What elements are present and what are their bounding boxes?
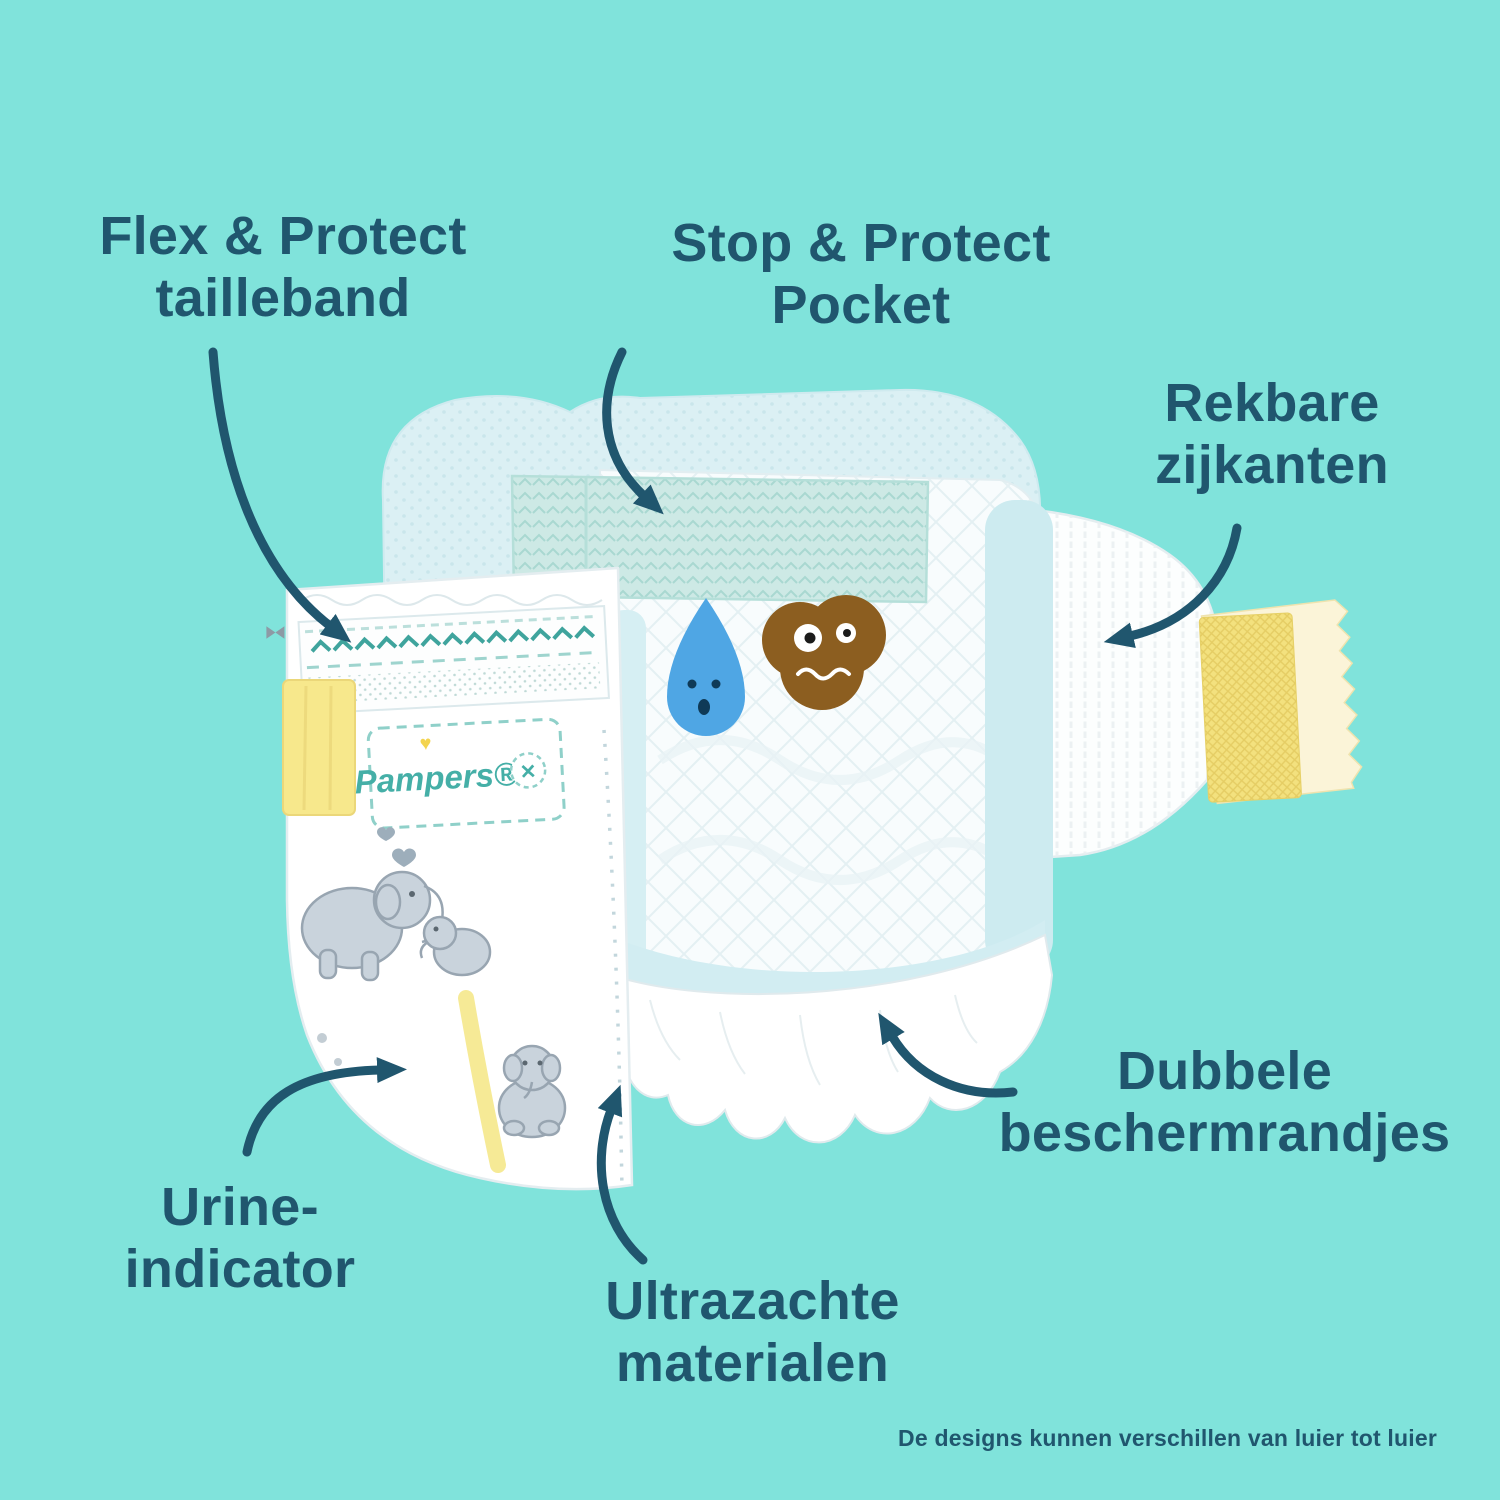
heart-icon: ♥ [419, 732, 432, 755]
callout-ultrazachte-materialen: Ultrazachte materialen [605, 1271, 900, 1394]
arrow-ultrazachte-materialen [596, 1084, 648, 1265]
arrow-stop-protect [602, 347, 664, 515]
callout-rekbare-zijkanten: Rekbare zijkanten [1155, 373, 1389, 496]
tape-tab [1198, 599, 1363, 805]
pampers-logo-text: Pampers® [354, 755, 520, 801]
diaper-illustration: ♥ Pampers® ✕ [266, 388, 1363, 1191]
arrow-dubbele-beschermrandjes [878, 1012, 1018, 1098]
arrow-rekbare-zijkanten [1103, 523, 1242, 648]
callout-dubbele-beschermrandjes: Dubbele beschermrandjes [998, 1041, 1451, 1164]
poop-character [762, 595, 886, 710]
fold-stitch-line [602, 729, 624, 1191]
arrow-flex-protect [208, 347, 352, 643]
pampers-logo-plate: ♥ Pampers® ✕ [354, 717, 566, 830]
callout-urine-indicator: Urine- indicator [124, 1177, 356, 1300]
water-drop-character [667, 598, 745, 736]
elephant-illustration [300, 827, 567, 1139]
leg-ruffles [610, 920, 1054, 1144]
urine-indicator-stripe [458, 990, 506, 1173]
callout-flex-protect-tailleband: Flex & Protect tailleband [99, 206, 467, 329]
callout-stop-protect-pocket: Stop & Protect Pocket [671, 213, 1051, 336]
arrow-urine-indicator [242, 1057, 407, 1157]
front-panel: ♥ Pampers® ✕ [266, 566, 634, 1191]
pad-side-lining [985, 500, 1053, 970]
stretch-side-panel [1033, 508, 1220, 860]
front-yellow-tab [266, 626, 356, 816]
cross-icon: ✕ [519, 761, 537, 784]
disclaimer-text: De designs kunnen verschillen van luier … [898, 1425, 1437, 1451]
